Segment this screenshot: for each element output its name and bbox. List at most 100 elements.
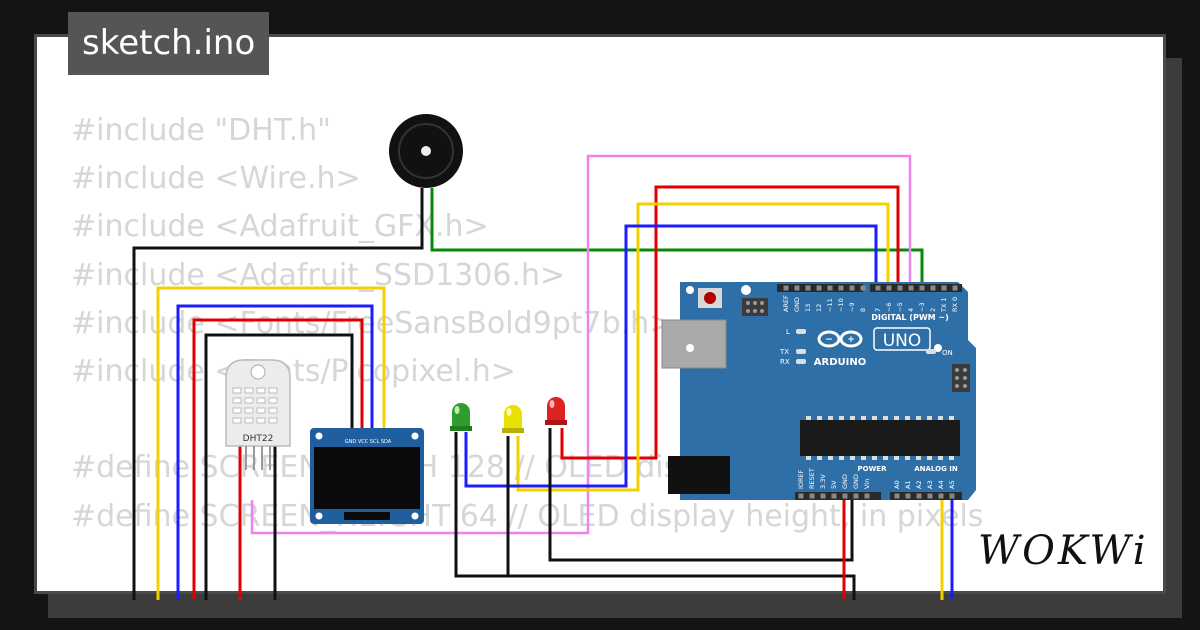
digital-pin-hole[interactable]	[849, 285, 855, 291]
analog-pin-label: A5	[948, 480, 956, 489]
digital-pin-label: 2	[929, 308, 937, 312]
power-pin-label: GND	[841, 474, 849, 489]
digital-pin-label: ~11	[826, 298, 834, 312]
arduino-brand: ARDUINO	[814, 357, 866, 368]
digital-pin-label: ~6	[885, 302, 893, 312]
chip-pin	[828, 456, 833, 460]
led-label-rx: RX	[780, 358, 790, 366]
code-line: #include <Wire.h>	[71, 161, 361, 197]
analog-pin-hole[interactable]	[916, 493, 922, 499]
digital-pin-label: 7	[874, 308, 882, 312]
digital-pin-label: ~3	[918, 302, 926, 312]
power-pin-hole[interactable]	[820, 493, 826, 499]
power-pin-label: 5V	[830, 480, 838, 489]
analog-pin-hole[interactable]	[905, 493, 911, 499]
digital-pin-hole[interactable]	[860, 285, 866, 291]
power-pin-label: 3.3V	[819, 474, 827, 489]
chip-pin	[828, 416, 833, 420]
power-header	[795, 492, 881, 500]
dht22-sensor: DHT22	[225, 359, 291, 470]
led-label-on: ON	[942, 349, 953, 357]
file-title: sketch.ino	[68, 12, 270, 75]
power-pin-hole[interactable]	[798, 493, 804, 499]
wire-pink	[250, 154, 912, 535]
wire-oled-sda	[156, 286, 386, 600]
digital-pin-hole[interactable]	[838, 285, 844, 291]
analog-pin-hole[interactable]	[927, 493, 933, 499]
power-pin-label: IOREF	[797, 469, 805, 489]
power-pin-label: Vin	[863, 479, 871, 489]
led-label-l: L	[786, 328, 790, 336]
chip-pin	[850, 456, 855, 460]
power-pin-label: GND	[852, 474, 860, 489]
wire-buzzer-signal	[430, 188, 924, 288]
power-pin-hole[interactable]	[864, 493, 870, 499]
chip-pin	[949, 416, 954, 420]
digital-pin-hole[interactable]	[875, 285, 881, 291]
digital-pin-hole[interactable]	[908, 285, 914, 291]
dht-label: DHT22	[243, 434, 274, 444]
chip-pin	[949, 456, 954, 460]
digital-pin-hole[interactable]	[941, 285, 947, 291]
chip-pin	[938, 456, 943, 460]
digital-pin-label: 12	[815, 304, 823, 312]
oled-display: GND VCC SCL SDA	[310, 428, 424, 524]
analog-pin-hole[interactable]	[938, 493, 944, 499]
chip-pin	[806, 456, 811, 460]
power-pin-hole[interactable]	[853, 493, 859, 499]
led-yellow	[502, 405, 524, 433]
chip-pin	[905, 416, 910, 420]
digital-pin-hole[interactable]	[783, 285, 789, 291]
digital-pin-hole[interactable]	[827, 285, 833, 291]
chip-pin	[938, 416, 943, 420]
power-pin-hole[interactable]	[842, 493, 848, 499]
svg-text:−: −	[825, 335, 833, 345]
microcontroller-chip	[800, 420, 960, 456]
chip-pin	[839, 456, 844, 460]
chip-pin	[817, 416, 822, 420]
digital-pin-label: TX 1	[940, 297, 948, 313]
digital-pin-label: ~9	[848, 302, 856, 312]
buzzer	[389, 114, 463, 188]
digital-pin-label: 4	[907, 308, 915, 312]
digital-pin-hole[interactable]	[919, 285, 925, 291]
chip-pin	[916, 416, 921, 420]
wire-red-led	[560, 185, 900, 460]
wire-oled-scl	[176, 304, 374, 600]
svg-text:+: +	[847, 335, 855, 345]
code-line: #include "DHT.h"	[71, 113, 331, 148]
digital-pin-hole[interactable]	[897, 285, 903, 291]
digital-pin-label: RX 0	[951, 297, 959, 312]
digital-pin-label: ~5	[896, 302, 904, 312]
chip-pin	[927, 456, 932, 460]
code-line: #include <Adafruit_SSD1306.h>	[71, 257, 566, 293]
chip-pin	[872, 416, 877, 420]
digital-pin-hole[interactable]	[794, 285, 800, 291]
analog-pin-label: A3	[926, 480, 934, 489]
led-label-tx: TX	[779, 348, 789, 356]
digital-pin-hole[interactable]	[930, 285, 936, 291]
led-green	[450, 403, 472, 431]
oled-pin-labels: GND VCC SCL SDA	[345, 439, 392, 445]
analog-pin-hole[interactable]	[894, 493, 900, 499]
digital-pin-hole[interactable]	[816, 285, 822, 291]
analog-pin-label: A0	[893, 480, 901, 489]
chip-pin	[861, 416, 866, 420]
analog-header-label: ANALOG IN	[914, 465, 958, 473]
digital-pin-hole[interactable]	[805, 285, 811, 291]
reset-button[interactable]	[704, 292, 716, 304]
chip-pin	[905, 456, 910, 460]
analog-pin-hole[interactable]	[949, 493, 955, 499]
digital-pin-label: ~10	[837, 298, 845, 312]
chip-pin	[894, 456, 899, 460]
power-pin-hole[interactable]	[831, 493, 837, 499]
digital-pin-hole[interactable]	[886, 285, 892, 291]
digital-pin-label: 13	[804, 304, 812, 312]
code-line: #include <Fonts/FreeSansBold9pt7b.h>	[71, 305, 675, 341]
chip-pin	[916, 456, 921, 460]
digital-pin-hole[interactable]	[952, 285, 958, 291]
power-pin-hole[interactable]	[809, 493, 815, 499]
analog-pin-label: A2	[915, 480, 923, 489]
